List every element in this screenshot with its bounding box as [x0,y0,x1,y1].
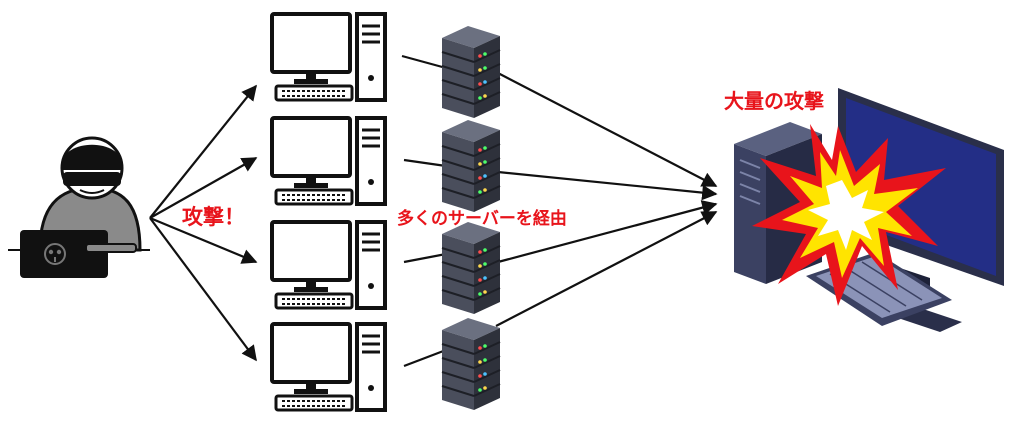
via-many-servers-label: 多くのサーバーを経由 [397,209,567,229]
hacker-with-laptop-icon [8,136,150,278]
server-rack-icon [441,317,501,411]
desktop-pc-icon [270,322,387,412]
pc-to-server-lines [401,54,447,368]
server-rack-icon [441,221,501,315]
explosion-icon [752,124,946,306]
server-rack-icon [441,119,501,213]
attack-arrows [149,84,258,362]
desktop-pc-icon [270,116,387,206]
desktop-pc-icon [270,12,387,102]
server-rack-icon [441,25,501,119]
massive-attack-label: 大量の攻撃 [724,89,824,113]
server-to-target-arrows [495,71,718,327]
attack-label: 攻撃！ [182,205,245,229]
desktop-pc-icon [270,220,387,310]
skull-icon [44,243,66,265]
